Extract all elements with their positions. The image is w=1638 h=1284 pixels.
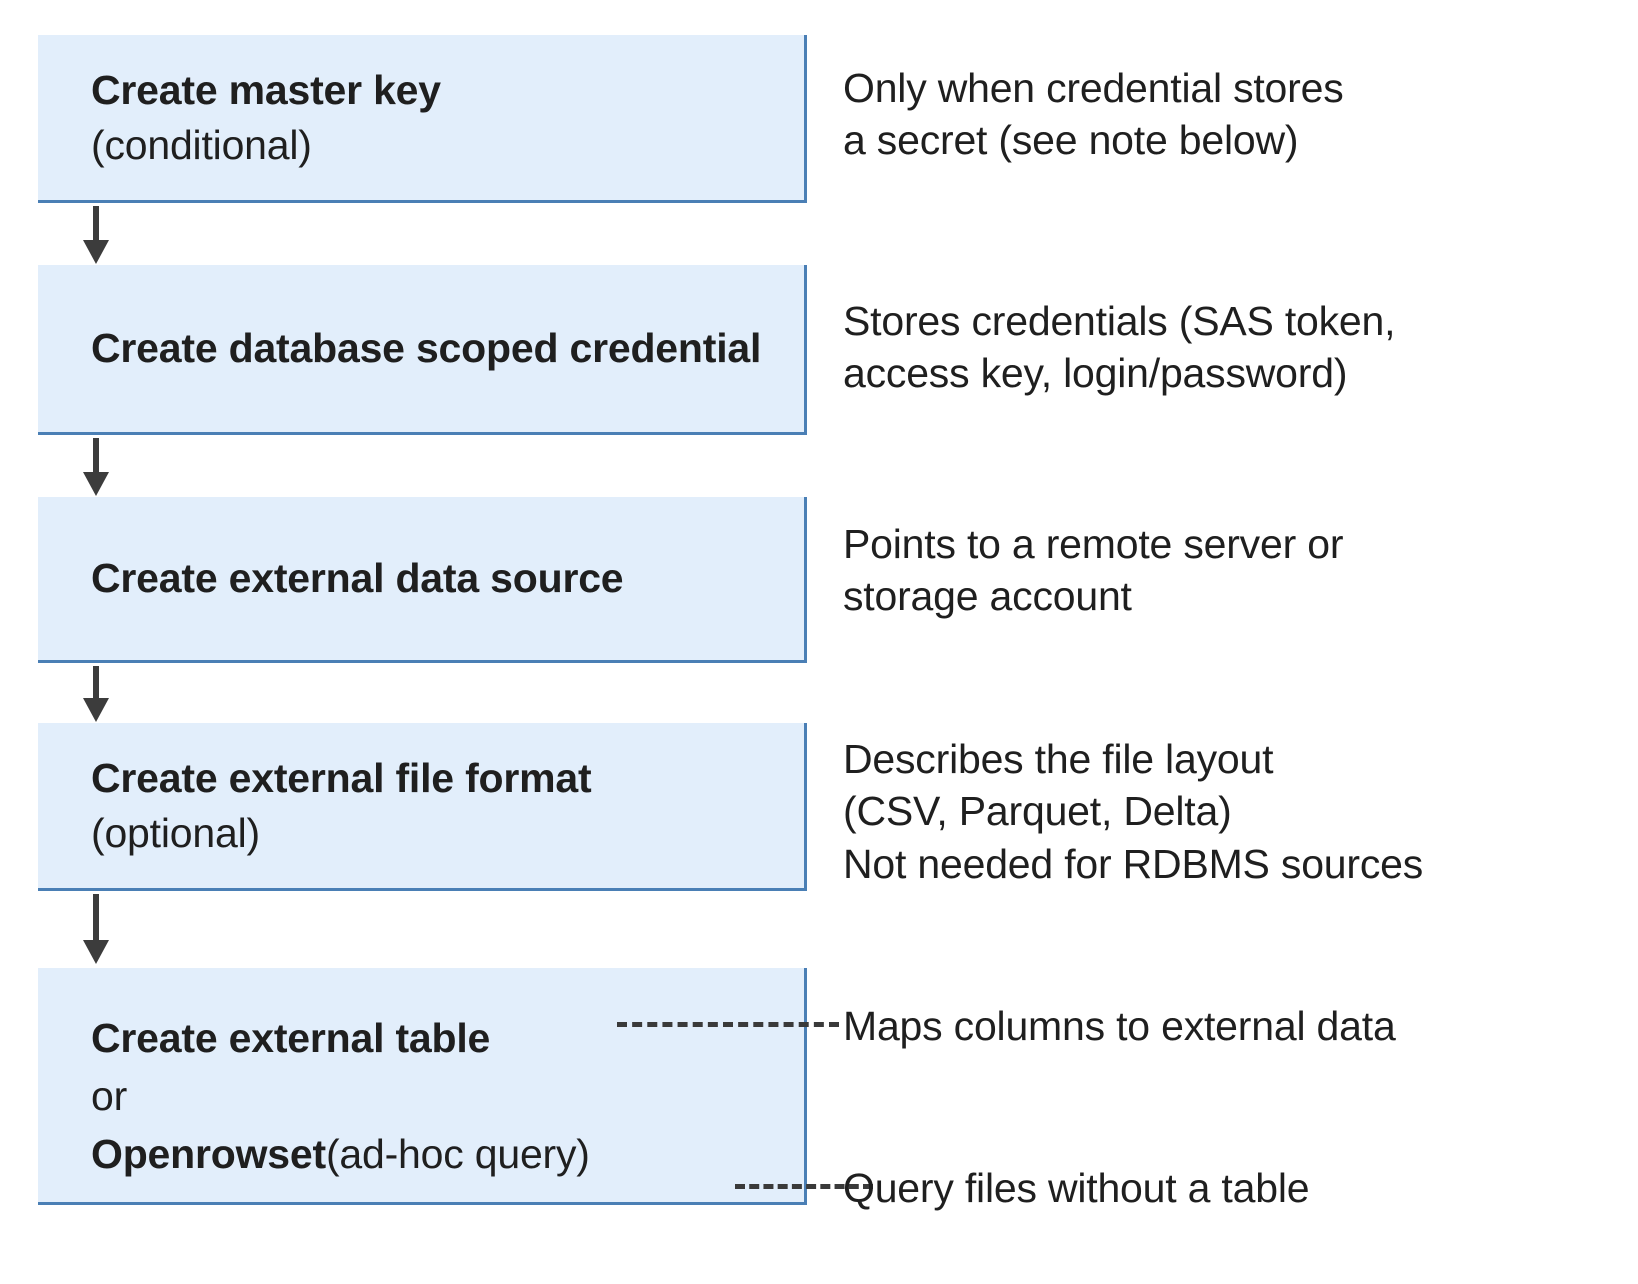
arrow-shaft [93,894,99,942]
dashed-connector-openrowset [735,1184,873,1189]
arrow-head [83,472,109,496]
step-subtitle: (optional) [91,809,260,856]
arrow-shaft [93,666,99,700]
step-subtitle: (conditional) [91,121,312,168]
step-box-text: Create external data source [38,554,804,603]
note-create-database-scoped-credential: Stores credentials (SAS token, access ke… [843,298,1396,397]
step-row-external-table: Create external table [91,1008,804,1068]
note-create-external-file-format: Describes the file layout (CSV, Parquet,… [843,736,1424,887]
step-title: Create external file format [91,755,592,802]
note-create-external-table: Maps columns to external data [843,1003,1396,1049]
step-title: Create database scoped credential [91,325,762,372]
step-alt-title: Openrowset [91,1130,326,1177]
step-connector-word: or [91,1072,128,1119]
arrow-shaft [93,206,99,242]
arrow-head [83,698,109,722]
step-alt-suffix: (ad-hoc query) [325,1130,590,1177]
arrow-head [83,240,109,264]
arrow-head [83,940,109,964]
step-box-text: Create external table or Openrowset (ad-… [38,968,804,1202]
step-title: Create master key [91,67,441,114]
flow-arrow-1-icon [83,206,109,266]
flow-arrow-4-icon [83,894,109,968]
arrow-shaft [93,438,99,474]
step-title: Create external data source [91,554,624,601]
step-title: Create external table [91,1014,491,1061]
step-box-text: Create master key (conditional) [38,63,804,171]
step-box-create-external-data-source[interactable]: Create external data source [38,497,807,663]
dashed-connector-external-table [617,1022,839,1027]
flow-arrow-2-icon [83,438,109,498]
step-box-text: Create external file format (optional) [38,751,804,859]
step-box-create-external-file-format[interactable]: Create external file format (optional) [38,723,807,891]
step-row-or: or [91,1068,804,1124]
step-box-create-external-table-or-openrowset[interactable]: Create external table or Openrowset (ad-… [38,968,807,1205]
step-box-text: Create database scoped credential [38,321,804,375]
step-box-create-master-key[interactable]: Create master key (conditional) [38,35,807,203]
step-box-create-database-scoped-credential[interactable]: Create database scoped credential [38,265,807,435]
step-row-openrowset: Openrowset (ad-hoc query) [91,1124,804,1184]
note-openrowset: Query files without a table [843,1165,1310,1211]
note-create-external-data-source: Points to a remote server or storage acc… [843,521,1344,620]
note-create-master-key: Only when credential stores a secret (se… [843,65,1344,164]
flow-arrow-3-icon [83,666,109,724]
